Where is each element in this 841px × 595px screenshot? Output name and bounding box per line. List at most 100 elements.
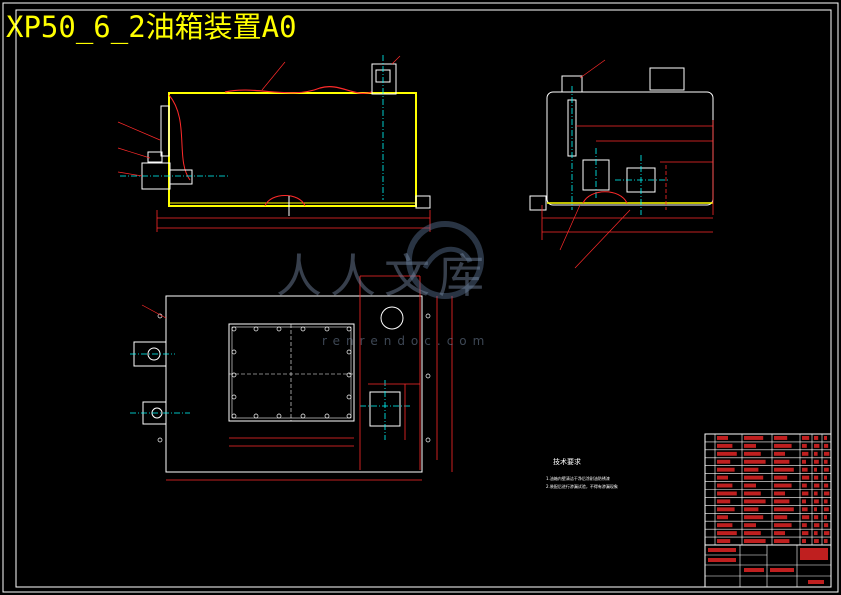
parts-cell-text <box>717 475 728 480</box>
technical-notes-heading: 技术要求 <box>553 458 581 466</box>
parts-cell-text <box>824 499 828 504</box>
parts-cell-text <box>802 523 807 528</box>
parts-cell-text <box>802 443 807 448</box>
parts-cell-text <box>802 483 807 488</box>
parts-cell-text <box>824 443 829 448</box>
parts-cell-text <box>802 436 810 440</box>
parts-cell-text <box>824 467 829 472</box>
parts-cell-text <box>802 531 809 536</box>
parts-cell-text <box>717 451 737 456</box>
title-block <box>704 433 832 588</box>
parts-cell-text <box>774 443 792 448</box>
parts-cell-text <box>814 467 817 472</box>
top-view <box>130 275 453 481</box>
parts-cell-text <box>717 539 731 543</box>
parts-cell-text <box>824 491 830 496</box>
technical-note-line: 1.油箱内壁清洁干净后涂耐油防锈漆 <box>546 476 610 481</box>
parts-cell-text <box>824 475 827 480</box>
watermark-url: renrendoc.com <box>322 334 491 348</box>
parts-cell-text <box>744 459 766 464</box>
parts-cell-text <box>717 467 735 472</box>
watermark-logo <box>406 221 484 299</box>
parts-cell-text <box>802 515 810 520</box>
parts-cell-text <box>814 523 820 528</box>
parts-cell-text <box>774 451 785 456</box>
parts-cell-text <box>814 531 818 536</box>
parts-cell-text <box>717 459 731 464</box>
front-view <box>117 55 431 232</box>
parts-cell-text <box>744 499 766 504</box>
parts-cell-text <box>802 467 808 472</box>
parts-cell-text <box>744 451 761 456</box>
parts-cell-text <box>717 483 733 488</box>
parts-cell-text <box>824 515 827 520</box>
parts-cell-text <box>774 436 788 440</box>
parts-cell-text <box>824 507 829 512</box>
parts-cell-text <box>717 436 728 440</box>
parts-cell-text <box>744 475 764 480</box>
parts-cell-text <box>744 443 756 448</box>
parts-cell-text <box>814 436 819 440</box>
parts-cell-text <box>717 507 735 512</box>
parts-cell-text <box>824 483 829 488</box>
parts-cell-text <box>824 523 829 528</box>
parts-cell-text <box>774 515 788 520</box>
parts-cell-text <box>774 507 794 512</box>
parts-cell-text <box>814 443 820 448</box>
title-block-text <box>808 580 824 584</box>
parts-cell-text <box>802 491 809 496</box>
parts-cell-text <box>814 483 820 488</box>
parts-cell-text <box>802 507 808 512</box>
parts-cell-text <box>744 483 756 488</box>
parts-cell-text <box>802 475 810 480</box>
parts-cell-text <box>802 451 809 456</box>
parts-cell-text <box>814 451 818 456</box>
parts-cell-text <box>774 475 788 480</box>
parts-cell-text <box>802 539 806 543</box>
parts-cell-text <box>774 483 792 488</box>
parts-cell-text <box>744 436 764 440</box>
parts-cell-text <box>814 515 819 520</box>
watermark-text: 人人文库 <box>276 249 492 303</box>
parts-cell-text <box>802 459 806 464</box>
title-block-text <box>708 558 736 562</box>
parts-cell-text <box>824 451 830 456</box>
parts-cell-text <box>717 499 731 504</box>
drawing-title: XP50_6_2油箱装置A0 <box>6 10 297 44</box>
title-block-text <box>770 568 794 572</box>
parts-cell-text <box>774 499 790 504</box>
parts-cell-text <box>774 539 790 543</box>
parts-cell-text <box>717 531 737 536</box>
parts-cell-text <box>717 491 737 496</box>
parts-cell-text <box>717 523 733 528</box>
parts-cell-text <box>717 515 728 520</box>
title-block-text <box>708 548 736 552</box>
parts-cell-text <box>814 499 819 504</box>
parts-cell-text <box>824 459 828 464</box>
parts-cell-text <box>744 531 761 536</box>
parts-cell-text <box>774 531 785 536</box>
parts-cell-text <box>744 467 759 472</box>
parts-cell-text <box>814 491 818 496</box>
tank-outline-front <box>168 92 417 207</box>
parts-cell-text <box>824 436 827 440</box>
parts-cell-text <box>744 515 764 520</box>
parts-cell-text <box>802 499 806 504</box>
parts-cell-text <box>814 539 819 543</box>
parts-cell-text <box>744 507 759 512</box>
parts-cell-text <box>744 539 766 543</box>
parts-cell-text <box>814 475 819 480</box>
title-block-text <box>800 548 828 560</box>
parts-cell-text <box>744 523 756 528</box>
parts-cell-text <box>774 491 785 496</box>
inner-frame <box>15 9 832 588</box>
parts-cell-text <box>744 491 761 496</box>
title-block-text <box>744 568 764 572</box>
parts-cell-text <box>814 507 817 512</box>
parts-cell-text <box>824 531 830 536</box>
parts-cell-text <box>774 523 792 528</box>
side-view <box>529 59 714 269</box>
